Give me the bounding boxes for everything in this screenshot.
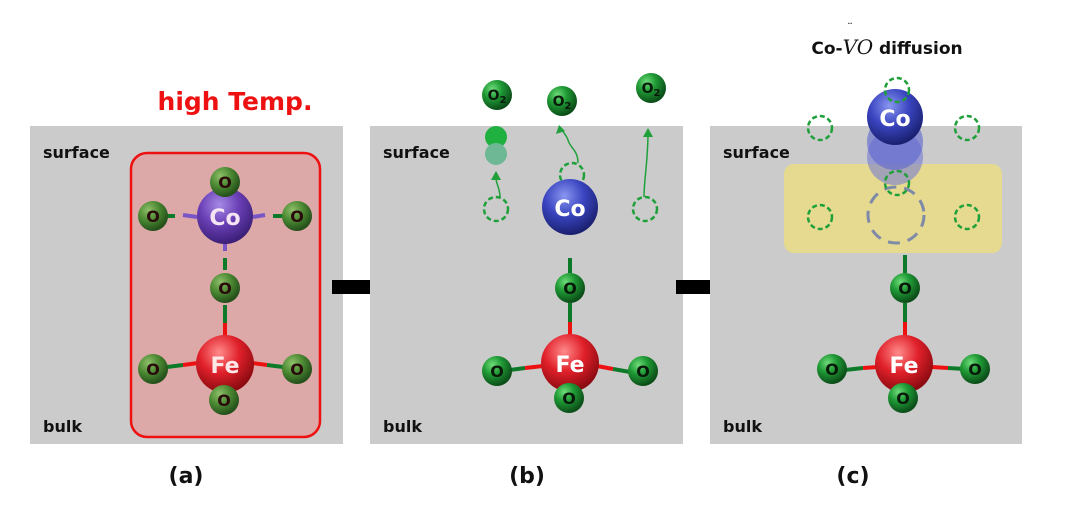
bulk-label: bulk [383, 417, 422, 436]
oxygen-atom: O [282, 354, 312, 384]
svg-text:O: O [562, 389, 576, 408]
cobalt-vacancy-site [866, 185, 926, 245]
o2-molecule: O2 [547, 86, 577, 116]
caption-a: (a) [169, 464, 204, 489]
svg-text:Fe: Fe [889, 354, 918, 379]
iron-atom: Fe [875, 335, 933, 393]
oxygen-vacancy [953, 114, 981, 142]
oxygen-atom: O [628, 356, 658, 386]
migrating-oxygen-trail [485, 143, 507, 165]
svg-text:O: O [968, 360, 982, 379]
cobalt-atom: Co [867, 89, 923, 145]
svg-text:O: O [898, 279, 912, 298]
o2-molecule: O2 [636, 73, 666, 103]
high-temp-label: high Temp. [158, 87, 313, 116]
svg-text:O: O [218, 279, 232, 298]
cobalt-atom: Co [542, 179, 598, 235]
diffusion-title: Co-VO diffusion [811, 35, 962, 59]
arrowhead [643, 128, 653, 137]
cobalt-atom: Co [197, 188, 253, 244]
oxygen-atom: O [482, 356, 512, 386]
panel-a: high Temp. surface bulk Co Fe O O [30, 87, 343, 489]
bonds [844, 255, 966, 372]
svg-text:O: O [218, 173, 232, 192]
oxygen-vacancy [482, 195, 510, 223]
oxygen-atom: O [817, 354, 847, 384]
bulk-label: bulk [723, 417, 762, 436]
bonds [509, 258, 631, 374]
svg-text:O2: O2 [642, 81, 661, 99]
arrowhead [556, 125, 565, 134]
oxygen-atom: O [555, 273, 585, 303]
svg-text:O2: O2 [553, 94, 572, 112]
subscript: 2 [653, 88, 660, 99]
caption-c: (c) [836, 464, 869, 489]
surface-label: surface [723, 143, 790, 162]
iron-atom: Fe [541, 334, 599, 392]
oxygen-vacancy [806, 203, 834, 231]
svg-text:Fe: Fe [555, 353, 584, 378]
caption-b: (b) [509, 464, 545, 489]
svg-text:O2: O2 [488, 88, 507, 106]
svg-text:Co: Co [209, 206, 240, 231]
panel-b-background [370, 126, 683, 444]
svg-text:O: O [563, 279, 577, 298]
svg-text:O: O [490, 362, 504, 381]
oxygen-atom: O [138, 201, 168, 231]
svg-text:O: O [146, 207, 160, 226]
oxygen-vacancy [953, 203, 981, 231]
oxygen-atom: O [138, 354, 168, 384]
svg-text:O: O [217, 391, 231, 410]
panel-b: surface bulk O2 O2 O2 Co [370, 73, 683, 489]
o2-molecule: O2 [482, 80, 512, 110]
oxygen-atom: O [210, 167, 240, 197]
vacancy-dots: ¨ [847, 21, 853, 35]
panel-c: Co-VO diffusion ¨ surface bulk Co [710, 21, 1022, 489]
arrowhead [491, 171, 501, 180]
migrating-oxygen [485, 126, 507, 148]
oxygen-vacancy [883, 76, 911, 104]
oxygen-atom: O [960, 354, 990, 384]
oxygen-atom: O [209, 385, 239, 415]
surface-label: surface [43, 143, 110, 162]
svg-text:Co: Co [879, 107, 910, 132]
subscript: 2 [499, 95, 506, 106]
subscript: 2 [564, 101, 571, 112]
svg-text:Co: Co [554, 197, 585, 222]
svg-text:O: O [896, 389, 910, 408]
oxygen-vacancy [631, 195, 659, 223]
oxygen-atom: O [888, 383, 918, 413]
svg-text:O: O [290, 360, 304, 379]
surface-label: surface [383, 143, 450, 162]
diffusion-region [784, 164, 1002, 253]
svg-text:O: O [146, 360, 160, 379]
svg-text:Fe: Fe [210, 354, 239, 379]
svg-text:O: O [636, 362, 650, 381]
oxygen-atom: O [282, 201, 312, 231]
oxygen-atom: O [210, 273, 240, 303]
svg-text:O: O [825, 360, 839, 379]
oxygen-vacancy [806, 114, 834, 142]
oxygen-vacancy [883, 169, 911, 197]
oxygen-atom: O [890, 273, 920, 303]
bulk-label: bulk [43, 417, 82, 436]
oxygen-atom: O [554, 383, 584, 413]
iron-atom: Fe [196, 335, 254, 393]
svg-text:O: O [290, 207, 304, 226]
bonds [165, 213, 284, 369]
